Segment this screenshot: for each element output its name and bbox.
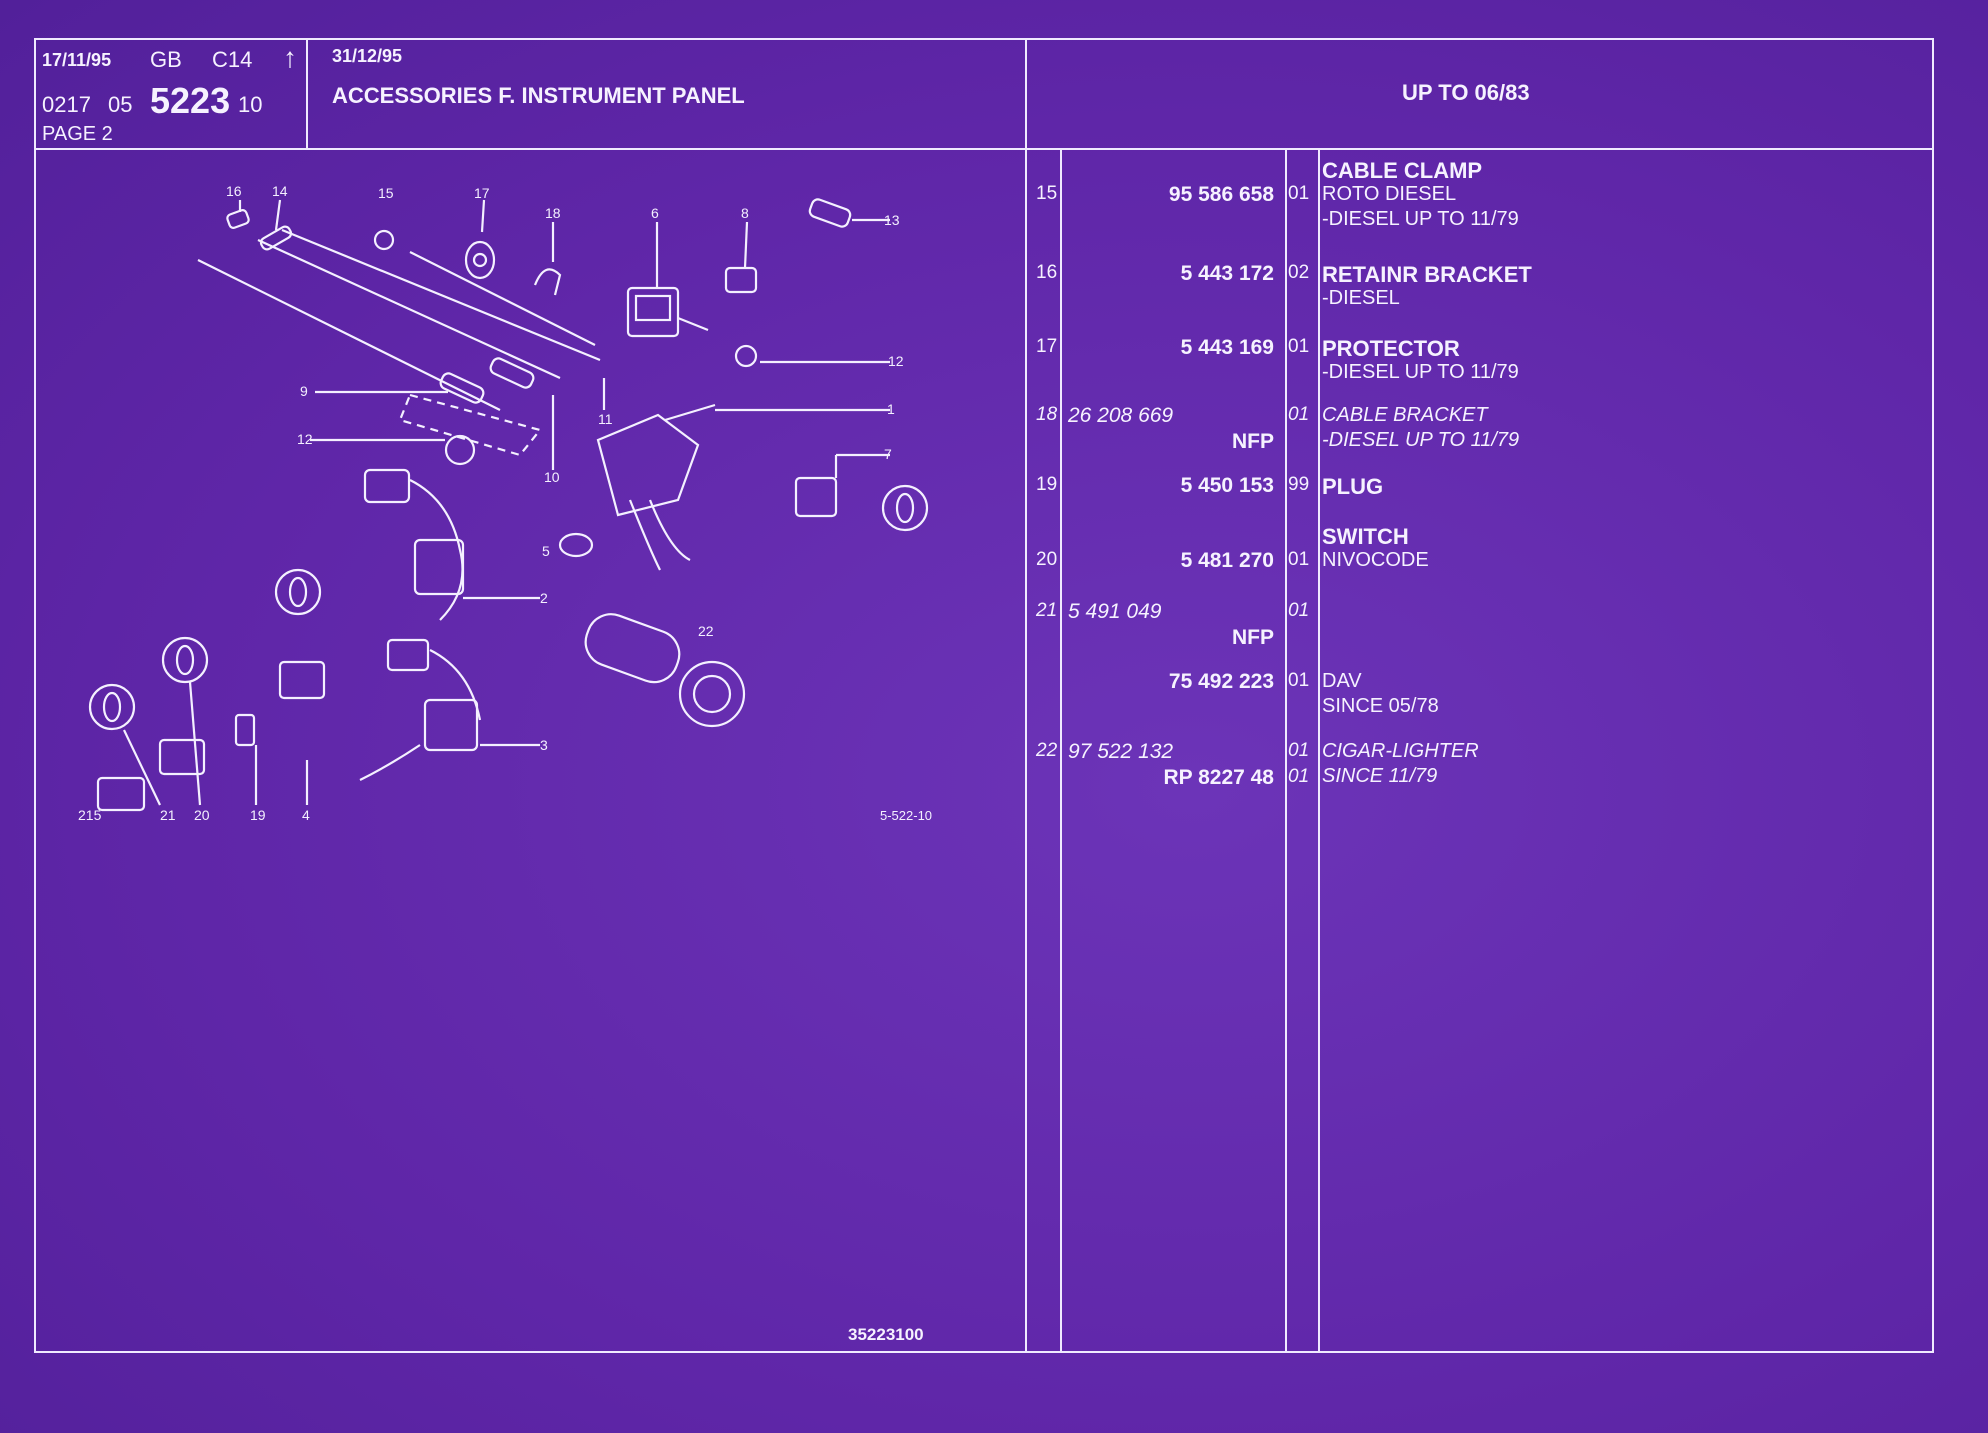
part-position: 22: [1036, 740, 1058, 761]
part-number: 95 586 658: [1168, 183, 1274, 206]
part-description-note: NIVOCODE: [1322, 549, 1429, 571]
callout-21: 21: [160, 807, 176, 823]
page-number: PAGE 2: [42, 123, 113, 145]
part-quantity: 01: [1288, 336, 1310, 357]
part-description-note: -DIESEL UP TO 11/79: [1322, 429, 1520, 451]
table-col-line-qty: [1318, 148, 1320, 1353]
callout-1: 1: [887, 401, 895, 417]
callout-215: 215: [78, 807, 102, 823]
part-number: 5 481 270: [1180, 549, 1274, 572]
part-number: 5 443 169: [1180, 336, 1274, 359]
part-quantity: 01: [1288, 549, 1310, 570]
callout-16: 16: [226, 183, 242, 199]
language-code: GB: [150, 47, 182, 72]
part-number: 75 492 223: [1168, 670, 1274, 693]
callout-14: 14: [272, 183, 288, 199]
diagram-callouts: 16 14 15 17 18 6 8 13 12 9 12 10 11 1 7 …: [78, 183, 932, 823]
part-description: CABLE BRACKET: [1322, 404, 1488, 426]
callout-8: 8: [741, 205, 749, 221]
page-title: ACCESSORIES F. INSTRUMENT PANEL: [332, 83, 745, 108]
part-quantity: 01: [1288, 600, 1310, 621]
ref-prefix: 0217: [42, 92, 91, 117]
revision-date: 31/12/95: [332, 46, 403, 66]
part-position: 15: [1036, 183, 1058, 204]
part-quantity: 01: [1288, 183, 1310, 204]
callout-15: 15: [378, 185, 394, 201]
callout-9: 9: [300, 383, 308, 399]
callout-12a: 12: [888, 353, 904, 369]
callout-6: 6: [651, 205, 659, 221]
part-number: 97 522 132: [1068, 740, 1174, 763]
part-quantity: 01: [1288, 404, 1310, 425]
part-number: 5 491 049: [1068, 600, 1162, 623]
callout-19: 19: [250, 807, 266, 823]
callout-5: 5: [542, 543, 550, 559]
part-position: 17: [1036, 336, 1058, 357]
ref-suffix: 10: [238, 92, 263, 117]
part-position: 19: [1036, 474, 1058, 495]
part-description: SWITCH: [1322, 524, 1409, 549]
part-number: 5 450 153: [1180, 474, 1274, 497]
part-quantity: 01: [1288, 670, 1310, 691]
part-description: CIGAR-LIGHTER: [1322, 740, 1479, 762]
model-code: C14: [212, 47, 253, 72]
part-description-note: SINCE 11/79: [1322, 765, 1438, 787]
ref-main: 5223: [150, 80, 231, 121]
ref-sub: 05: [108, 92, 133, 117]
validity-text: UP TO 06/83: [1402, 80, 1530, 105]
part-description-note: -DIESEL UP TO 11/79: [1322, 361, 1519, 383]
part-description: RETAINR BRACKET: [1322, 262, 1532, 287]
part-position: 20: [1036, 549, 1058, 570]
part-description: PROTECTOR: [1322, 336, 1460, 361]
callout-12b: 12: [297, 431, 313, 447]
part-description-note: SINCE 05/78: [1322, 695, 1439, 717]
part-description: DAV: [1322, 670, 1362, 692]
header-divider: [34, 148, 1934, 150]
part-quantity: 99: [1288, 474, 1310, 495]
part-quantity: 02: [1288, 262, 1310, 283]
part-number: 5 443 172: [1180, 262, 1274, 285]
part-quantity-secondary: 01: [1288, 766, 1310, 787]
part-description: PLUG: [1322, 474, 1384, 499]
callout-4: 4: [302, 807, 310, 823]
callout-10: 10: [544, 469, 560, 485]
part-number: 26 208 669: [1068, 404, 1174, 427]
table-col-line-part: [1285, 148, 1287, 1353]
callout-3: 3: [540, 737, 548, 753]
sheet-frame: [34, 38, 1934, 1353]
diagram-linework: [88, 198, 929, 812]
part-number-secondary: RP 8227 48: [1163, 766, 1274, 789]
callout-17: 17: [474, 185, 490, 201]
callout-13: 13: [884, 212, 900, 228]
callout-18: 18: [545, 205, 561, 221]
part-position: 18: [1036, 404, 1058, 425]
callout-7: 7: [884, 446, 892, 462]
part-position: 16: [1036, 262, 1058, 283]
part-description-note: ROTO DIESEL: [1322, 183, 1457, 205]
table-col-line-pos: [1060, 148, 1062, 1353]
issue-date: 17/11/95: [42, 50, 112, 70]
callout-22: 22: [698, 623, 714, 639]
callout-2: 2: [540, 590, 548, 606]
header-col-divider-2: [1025, 38, 1027, 1353]
drawing-reference: 5-522-10: [880, 808, 932, 823]
part-description: CABLE CLAMP: [1322, 158, 1483, 183]
header-col-divider-1: [306, 38, 308, 150]
part-number-secondary: NFP: [1232, 626, 1274, 649]
callout-11: 11: [598, 411, 613, 427]
part-quantity: 01: [1288, 740, 1310, 761]
part-number-secondary: NFP: [1232, 430, 1274, 453]
part-position: 21: [1036, 600, 1058, 621]
part-description-note: -DIESEL: [1322, 287, 1400, 309]
up-arrow-icon: ↑: [283, 42, 297, 73]
sheet-number: 35223100: [848, 1325, 924, 1344]
part-description-note: -DIESEL UP TO 11/79: [1322, 208, 1519, 230]
callout-20: 20: [194, 807, 210, 823]
